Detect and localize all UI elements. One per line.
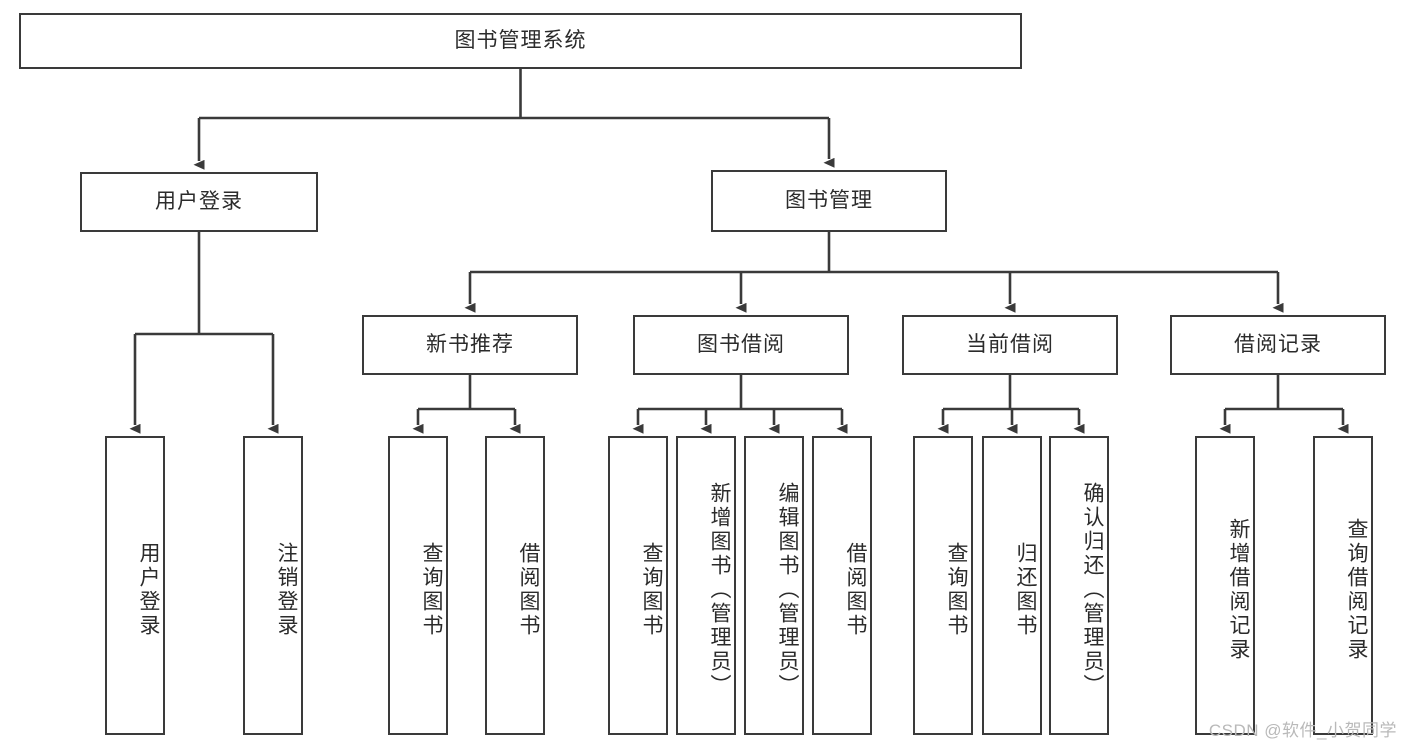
node-leaf-query-book-2[interactable]: 查询图书 [608,436,668,735]
node-new-book-recommend[interactable]: 新书推荐 [362,315,578,375]
node-leaf-return-book[interactable]: 归还图书 [982,436,1042,735]
node-label: 查询借阅记录 [1345,517,1368,662]
node-borrow-record[interactable]: 借阅记录 [1170,315,1386,375]
node-leaf-borrow-book-2[interactable]: 借阅图书 [812,436,872,735]
node-label: 用户登录 [155,190,243,214]
node-book-borrow[interactable]: 图书借阅 [633,315,849,375]
node-label: 查询图书 [420,541,443,638]
node-leaf-query-book-1[interactable]: 查询图书 [388,436,448,735]
node-leaf-borrow-book-1[interactable]: 借阅图书 [485,436,545,735]
node-label: 用户登录 [137,541,160,638]
node-label: 新增借阅记录 [1227,517,1250,662]
node-title-system[interactable]: 图书管理系统 [19,13,1022,69]
watermark-label: CSDN @软件_小贺同学 [1208,721,1397,740]
node-label: 查询图书 [945,541,968,638]
node-label: 注销登录 [275,541,298,638]
node-label: 查询图书 [640,541,663,638]
node-label: 新书推荐 [426,333,514,357]
node-leaf-confirm-return[interactable]: 确认归还（管理员） [1049,436,1109,735]
node-leaf-edit-book[interactable]: 编辑图书（管理员） [744,436,804,735]
node-leaf-user-login[interactable]: 用户登录 [105,436,165,735]
node-leaf-add-record[interactable]: 新增借阅记录 [1195,436,1255,735]
node-leaf-query-book-3[interactable]: 查询图书 [913,436,973,735]
node-label: 确认归还（管理员） [1081,481,1104,698]
node-label: 图书管理 [785,189,873,213]
node-current-borrow[interactable]: 当前借阅 [902,315,1118,375]
node-leaf-query-record[interactable]: 查询借阅记录 [1313,436,1373,735]
node-label: 借阅图书 [517,541,540,638]
node-label: 图书管理系统 [454,29,587,53]
node-label: 图书借阅 [697,333,785,357]
node-label: 借阅记录 [1234,333,1322,357]
node-label: 新增图书（管理员） [708,481,731,698]
node-leaf-user-logout[interactable]: 注销登录 [243,436,303,735]
node-label: 借阅图书 [844,541,867,638]
node-leaf-add-book[interactable]: 新增图书（管理员） [676,436,736,735]
node-label: 编辑图书（管理员） [776,481,799,698]
node-label: 当前借阅 [966,333,1054,357]
node-user-login[interactable]: 用户登录 [80,172,318,232]
node-label: 归还图书 [1014,541,1037,638]
node-book-manage[interactable]: 图书管理 [711,170,947,232]
